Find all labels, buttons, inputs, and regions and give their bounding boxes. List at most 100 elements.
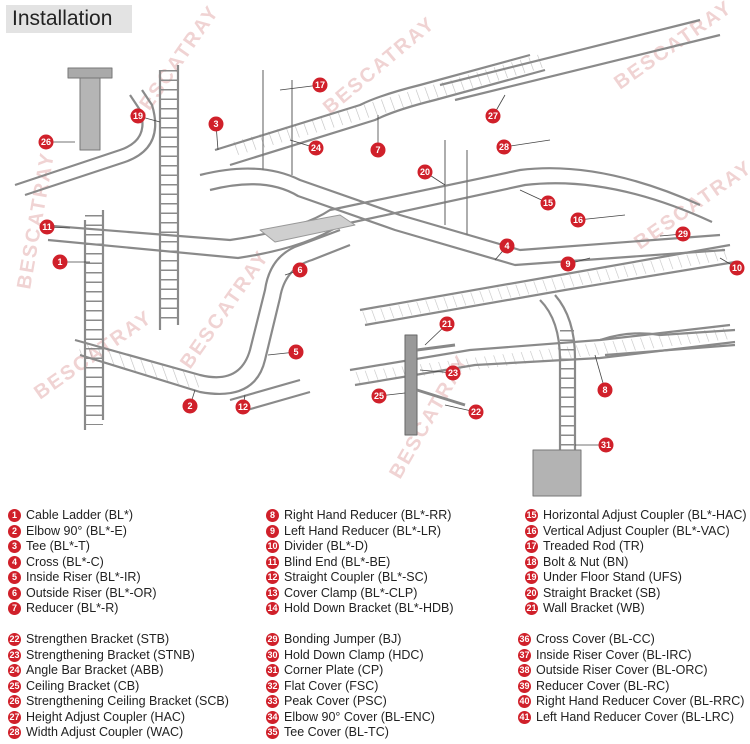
legend-label: Bonding Jumper (BJ): [284, 632, 402, 646]
svg-text:8: 8: [602, 385, 607, 395]
callout-29: 29: [675, 226, 691, 242]
legend-label: Reducer Cover (BL-RC): [536, 678, 670, 693]
legend-number-badge: 2: [8, 524, 21, 538]
legend-number-badge: 25: [8, 679, 21, 693]
legend-number-badge: 29: [266, 633, 279, 647]
legend-number-badge: 33: [266, 695, 279, 709]
legend-label: Outside Riser (BL*-OR): [26, 585, 157, 600]
callout-11: 11: [39, 219, 55, 235]
watermark-text: BESCATRAY: [13, 150, 59, 291]
legend-number-badge: 13: [266, 586, 279, 600]
svg-text:31: 31: [601, 440, 611, 450]
legend-item: 30 Hold Down Clamp (HDC): [266, 648, 435, 664]
legend-label: Hold Down Clamp (HDC): [284, 647, 424, 662]
legend-number-badge: 21: [525, 602, 538, 616]
legend-number-badge: 19: [525, 571, 538, 585]
legend-label: Reducer (BL*-R): [26, 601, 119, 615]
legend-label: Cross Cover (BL-CC): [536, 632, 655, 646]
svg-text:9: 9: [565, 259, 570, 269]
reducer-tray: [599, 328, 736, 357]
cable-tray-network: [14, 18, 736, 497]
callout-26: 26: [38, 134, 54, 150]
vertical-ladder: [158, 65, 180, 330]
legend-label: Inside Riser (BL*-IR): [26, 570, 141, 584]
legend-number-badge: 5: [8, 571, 21, 585]
legend-number-badge: 18: [525, 555, 538, 569]
legend-number-badge: 23: [8, 648, 21, 662]
legend-number-badge: 1: [8, 509, 21, 523]
legend-number-badge: 8: [266, 509, 279, 523]
legend-item: 36 Cross Cover (BL-CC): [518, 632, 744, 648]
svg-text:6: 6: [297, 265, 302, 275]
svg-text:4: 4: [504, 241, 509, 251]
legend-label: Right Hand Reducer (BL*-RR): [284, 508, 452, 522]
legend-number-badge: 30: [266, 648, 279, 662]
svg-text:24: 24: [311, 143, 321, 153]
legend-label: Strengthen Bracket (STB): [26, 632, 170, 646]
callout-21: 21: [439, 316, 455, 332]
legend-label: Elbow 90° (BL*-E): [26, 523, 127, 538]
lower-tray-branch: [229, 378, 311, 414]
ceiling-plate: [67, 67, 113, 79]
svg-text:27: 27: [488, 111, 498, 121]
svg-text:17: 17: [315, 80, 325, 90]
callout-4: 4: [499, 238, 515, 254]
lower-tray-rungs: [78, 341, 202, 390]
legend-label: Bolt & Nut (BN): [543, 554, 629, 569]
legend-number-badge: 7: [8, 602, 21, 616]
legend-label: Inside Riser Cover (BL-IRC): [536, 647, 692, 662]
svg-text:19: 19: [133, 111, 143, 121]
legend-number-badge: 36: [518, 633, 531, 647]
legend-label: Flat Cover (FSC): [284, 678, 379, 693]
legend-label: Strengthening Ceiling Bracket (SCB): [26, 694, 229, 708]
callout-19: 19: [130, 108, 146, 124]
legend-item: 7 Reducer (BL*-R): [8, 601, 157, 617]
lower-tray: [74, 228, 341, 379]
upper-ladder: [229, 68, 546, 167]
legend-item: 5 Inside Riser (BL*-IR): [8, 570, 157, 586]
callout-5: 5: [288, 344, 304, 360]
main-tray-branch: [199, 167, 721, 252]
legend-number-badge: 40: [518, 695, 531, 709]
legend-label: Cable Ladder (BL*): [26, 508, 134, 522]
callout-7: 7: [370, 142, 386, 158]
legend-label: Under Floor Stand (UFS): [543, 570, 682, 584]
svg-text:16: 16: [573, 215, 583, 225]
callout-20: 20: [417, 164, 433, 180]
legend-item: 8 Right Hand Reducer (BL*-RR): [266, 508, 454, 524]
legend-label: Corner Plate (CP): [284, 663, 384, 677]
legend-label: Strengthening Bracket (STNB): [26, 647, 195, 662]
svg-text:29: 29: [678, 229, 688, 239]
legend-item: 2 Elbow 90° (BL*-E): [8, 524, 157, 540]
callout-31: 31: [598, 437, 614, 453]
leader-line: [577, 214, 626, 221]
legend-label: Width Adjust Coupler (WAC): [26, 725, 184, 739]
legend-label: Cross (BL*-C): [26, 554, 104, 569]
svg-text:11: 11: [42, 222, 52, 232]
svg-text:23: 23: [448, 368, 458, 378]
installation-diagram: BESCATRAY BESCATRAY BESCATRAY BESCATRAY …: [13, 0, 750, 497]
legend-label: Angle Bar Bracket (ABB): [26, 663, 164, 677]
svg-text:7: 7: [375, 145, 380, 155]
legend-number-badge: 26: [8, 695, 21, 709]
callout-10: 10: [729, 260, 745, 276]
callout-24: 24: [308, 140, 324, 156]
